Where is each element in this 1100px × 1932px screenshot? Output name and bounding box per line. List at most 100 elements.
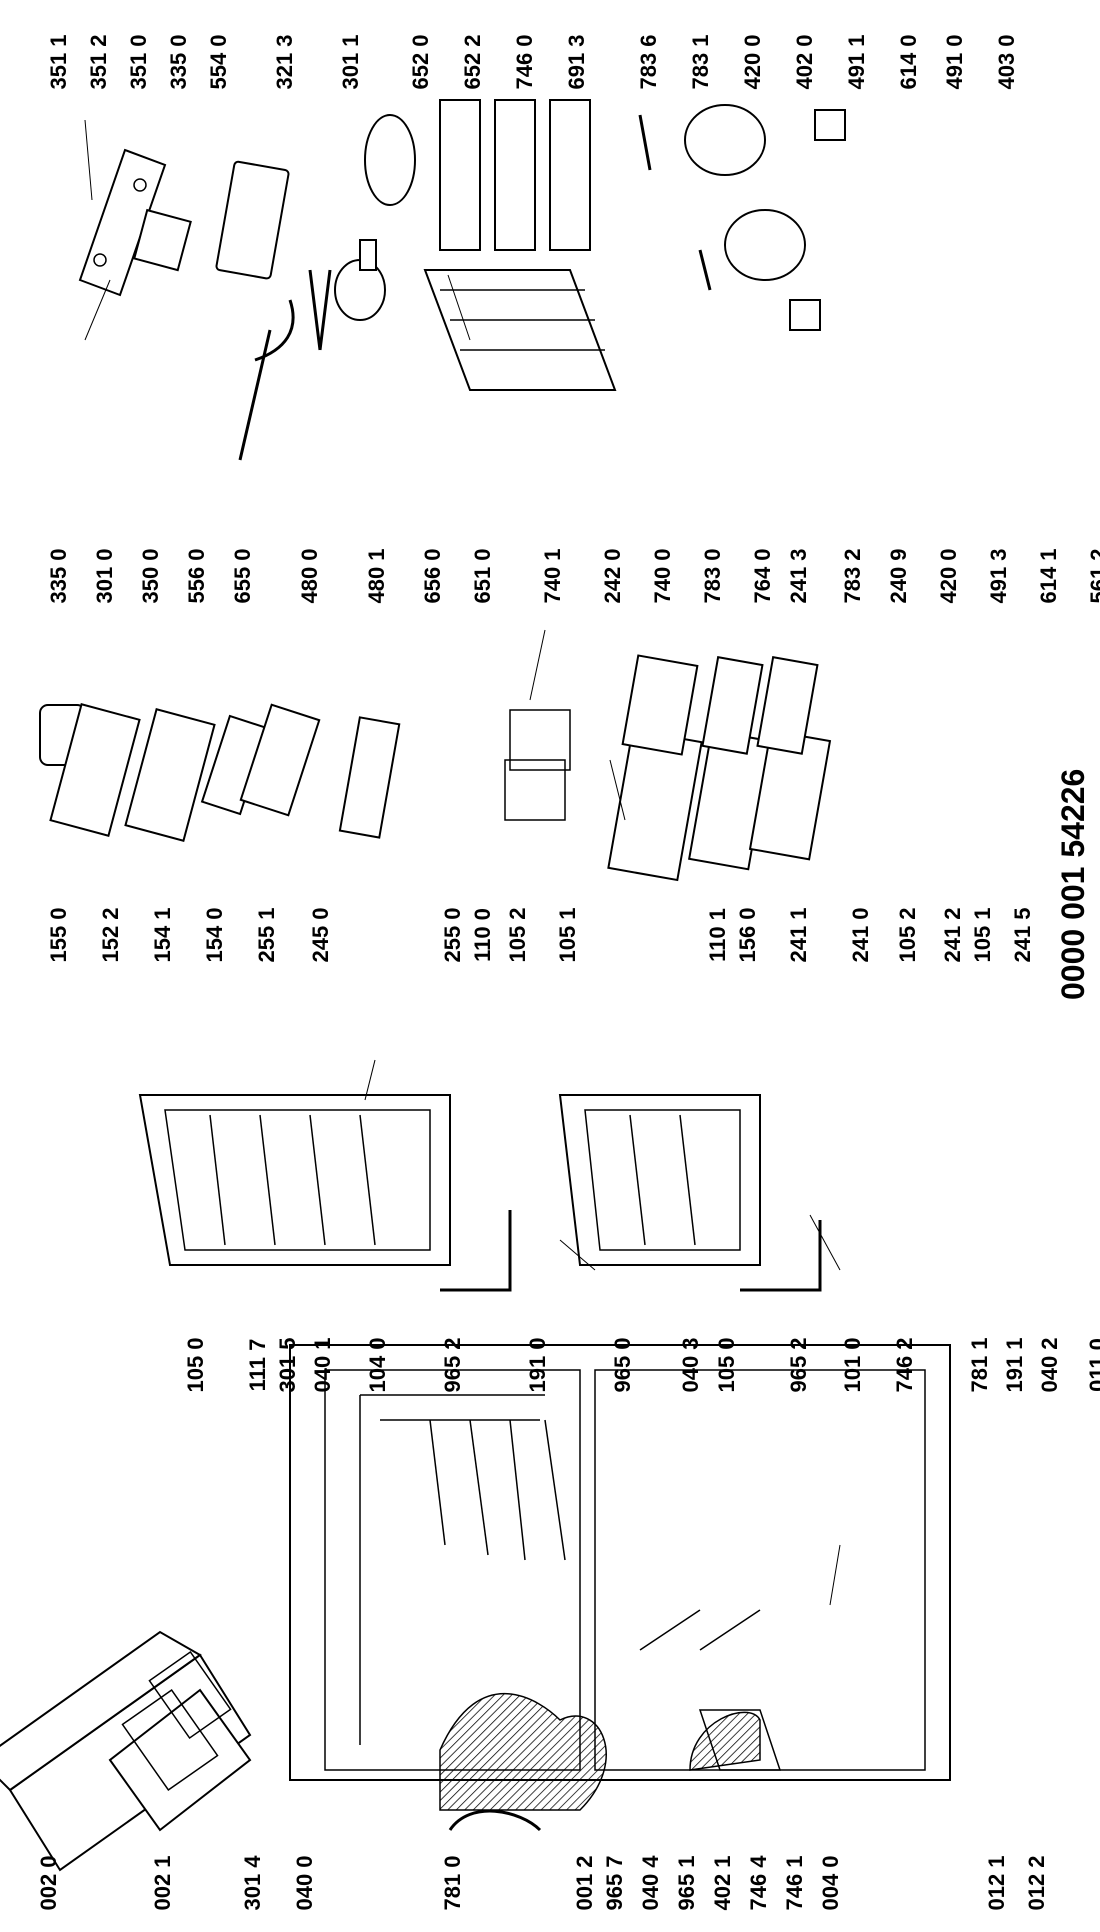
part-number-label: 783 2 <box>840 548 865 603</box>
part-number-label: 241 5 <box>1010 907 1035 962</box>
light-cover <box>215 160 290 280</box>
part-number-label: 191 0 <box>525 1337 550 1392</box>
door-gasket-strips <box>440 1210 822 1292</box>
part-number-label: 420 0 <box>936 548 961 603</box>
control-panel <box>78 148 192 297</box>
part-number-label: 104 0 <box>365 1337 390 1392</box>
part-number-label: 335 0 <box>46 548 71 603</box>
part-number-label: 241 1 <box>786 907 811 962</box>
fridge-door <box>558 1094 761 1266</box>
part-number-label: 402 1 <box>710 1855 735 1910</box>
part-number-label: 480 1 <box>364 548 389 603</box>
drawing-code: 0000 001 54226 <box>1055 769 1091 1000</box>
part-number-label: 154 1 <box>150 907 175 962</box>
part-number-label: 012 1 <box>984 1855 1009 1910</box>
part-number-label: 480 0 <box>297 548 322 603</box>
part-number-label: 002 0 <box>36 1855 61 1910</box>
part-number-label: 420 0 <box>740 34 765 89</box>
wiring-harness <box>238 269 332 461</box>
part-number-label: 105 2 <box>505 907 530 962</box>
part-number-label: 783 1 <box>688 34 713 89</box>
part-number-label: 652 0 <box>408 34 433 89</box>
part-number-label: 403 0 <box>994 34 1019 89</box>
part-number-label: 241 0 <box>848 907 873 962</box>
part-number-label: 241 2 <box>940 907 965 962</box>
part-number-label: 155 0 <box>46 907 71 962</box>
part-number-label: 245 0 <box>308 907 333 962</box>
part-number-label: 040 1 <box>310 1337 335 1392</box>
part-number-label: 002 1 <box>150 1855 175 1910</box>
part-number-label: 040 2 <box>1037 1337 1062 1392</box>
part-number-label: 335 0 <box>166 34 191 89</box>
part-number-label: 101 0 <box>840 1337 865 1392</box>
part-number-label: 012 2 <box>1024 1855 1049 1910</box>
fridge-evaporator <box>423 269 617 391</box>
part-number-label: 152 2 <box>98 907 123 962</box>
cabinet-body <box>289 1344 951 1811</box>
part-number-label: 781 1 <box>967 1337 992 1392</box>
part-number-label: 965 7 <box>602 1855 627 1910</box>
part-number-label: 561 2 <box>1086 548 1100 603</box>
part-number-label: 351 0 <box>126 34 151 89</box>
top-shelf-frame <box>108 1650 252 1832</box>
part-number-label: 242 0 <box>600 548 625 603</box>
part-number-label: 740 0 <box>650 548 675 603</box>
part-number-label: 040 3 <box>678 1337 703 1392</box>
part-number-label: 965 2 <box>440 1337 465 1392</box>
part-number-label: 691 3 <box>564 34 589 89</box>
part-number-label: 965 1 <box>674 1855 699 1910</box>
part-number-label: 491 0 <box>942 34 967 89</box>
part-number-label: 783 6 <box>636 34 661 89</box>
part-number-label: 351 1 <box>46 34 71 89</box>
leader-lines <box>84 119 841 1606</box>
part-number-label: 301 4 <box>240 1855 265 1911</box>
bottom-tube <box>448 1809 542 1832</box>
part-number-label: 255 1 <box>254 907 279 962</box>
freezer-evaporator <box>439 99 591 251</box>
part-number-label: 746 1 <box>782 1855 807 1910</box>
freezer-door <box>138 1094 451 1266</box>
part-number-label: 001 2 <box>572 1855 597 1910</box>
part-number-label: 105 1 <box>970 907 995 962</box>
part-number-label: 746 2 <box>892 1337 917 1392</box>
part-number-label: 781 0 <box>440 1855 465 1910</box>
part-number-label: 154 0 <box>202 907 227 962</box>
part-number-label: 614 1 <box>1036 548 1061 603</box>
part-number-label: 491 1 <box>844 34 869 89</box>
part-number-label: 255 0 <box>440 907 465 962</box>
part-number-label: 241 3 <box>786 548 811 603</box>
part-number-label: 491 3 <box>986 548 1011 603</box>
part-number-label: 656 0 <box>420 548 445 603</box>
part-number-label: 301 5 <box>275 1337 300 1392</box>
part-number-label: 965 2 <box>786 1337 811 1392</box>
part-number-label: 040 4 <box>638 1855 663 1911</box>
crisper-drawers <box>607 654 832 882</box>
part-number-label: 746 0 <box>512 34 537 89</box>
part-number-label: 040 0 <box>292 1855 317 1910</box>
part-number-label: 651 0 <box>470 548 495 603</box>
part-number-label: 156 0 <box>735 907 760 962</box>
part-number-label: 321 3 <box>272 34 297 89</box>
part-number-label: 105 1 <box>555 907 580 962</box>
part-number-label: 110 1 <box>705 908 730 962</box>
part-number-label: 105 2 <box>895 907 920 962</box>
part-number-label: 351 2 <box>86 34 111 89</box>
part-number-label: 111 7 <box>245 1339 270 1392</box>
part-number-label: 746 4 <box>746 1855 771 1911</box>
door-bins <box>39 703 571 842</box>
fan-motor <box>334 114 416 321</box>
part-number-label: 655 0 <box>230 548 255 603</box>
part-number-label: 240 9 <box>886 548 911 603</box>
part-number-label: 764 0 <box>750 548 775 603</box>
part-number-label: 105 0 <box>183 1337 208 1392</box>
part-number-label: 105 0 <box>714 1337 739 1392</box>
part-number-label: 110 0 <box>470 908 495 962</box>
compressors <box>638 104 846 331</box>
part-number-label: 554 0 <box>206 34 231 89</box>
